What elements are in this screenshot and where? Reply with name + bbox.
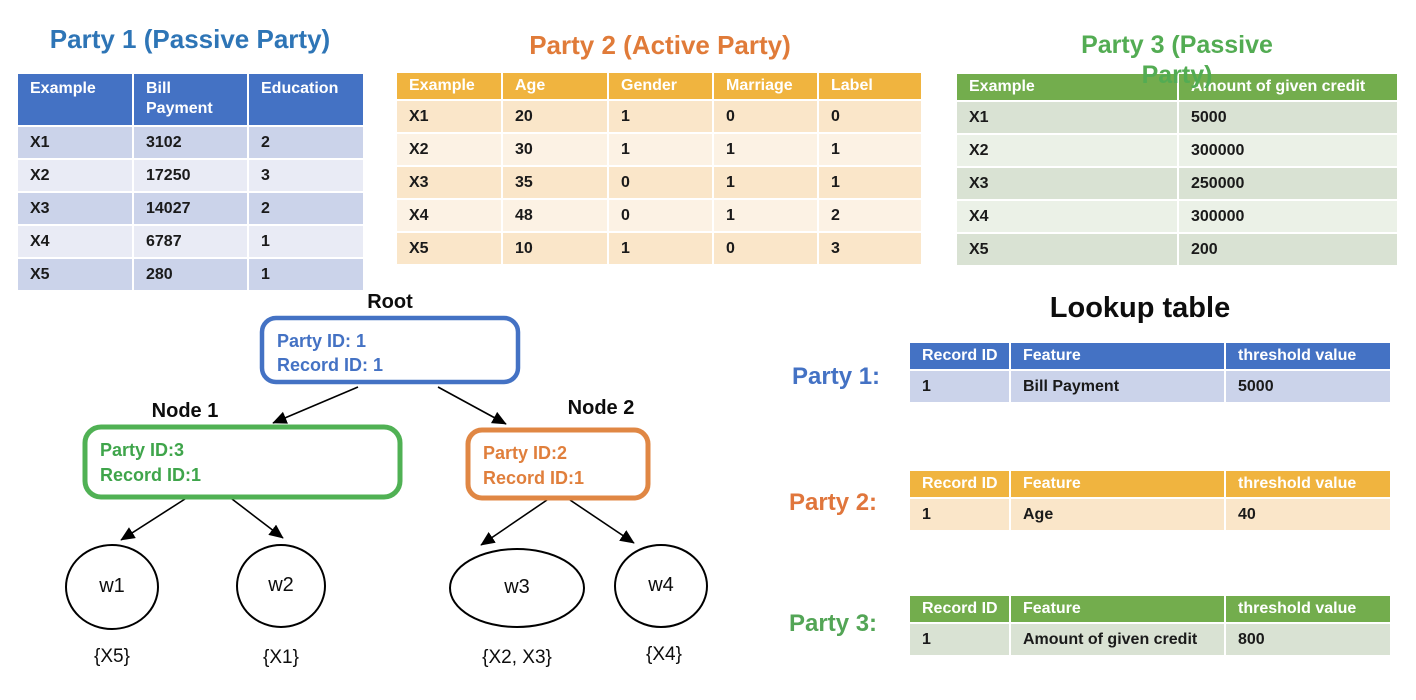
node1-record-id: Record ID:1 bbox=[100, 465, 201, 485]
table-row: 1 Amount of given credit 800 bbox=[910, 623, 1390, 657]
leaf-w3-set: {X2, X3} bbox=[482, 647, 552, 668]
party1-title: Party 1 (Passive Party) bbox=[49, 24, 331, 54]
lookup-table-title: Lookup table bbox=[1049, 292, 1231, 324]
leaf-w4-set: {X4} bbox=[646, 644, 682, 665]
leaf-w4 bbox=[614, 544, 708, 628]
node1-party-id: Party ID:3 bbox=[100, 440, 184, 460]
root-label: Root bbox=[367, 291, 413, 313]
lookup-table-party2: Record ID Feature threshold value 1 Age … bbox=[910, 471, 1390, 532]
node2-label: Node 2 bbox=[568, 397, 635, 419]
node2-record-id: Record ID:1 bbox=[483, 468, 584, 488]
leaf-w1-set: {X5} bbox=[94, 646, 130, 667]
leaf-w1 bbox=[65, 544, 159, 630]
party2-col-header: Marriage bbox=[713, 73, 819, 101]
party2-col-header: Age bbox=[502, 73, 609, 101]
edge-root-node1 bbox=[272, 386, 359, 424]
party2-title: Party 2 (Active Party) bbox=[529, 30, 791, 60]
lookup-col-header: Feature bbox=[1010, 343, 1226, 371]
node2-box bbox=[465, 427, 651, 501]
leaf-w3 bbox=[449, 548, 585, 628]
root-node-box bbox=[259, 315, 521, 385]
party3-col-header: Example bbox=[957, 74, 1179, 102]
decision-tree-diagram: Root Party ID: 1 Record ID: 1 Node 1 Par… bbox=[65, 291, 708, 668]
root-record-id: Record ID: 1 bbox=[277, 355, 383, 375]
edge-root-node2 bbox=[437, 386, 507, 425]
party2-col-header: Label bbox=[818, 73, 921, 101]
party3-title: Party 3 (Passive Party) bbox=[1081, 31, 1273, 89]
table-row: 1 Bill Payment 5000 bbox=[910, 370, 1390, 404]
edge-node1-w2 bbox=[231, 498, 284, 539]
lookup-col-header: Feature bbox=[1010, 471, 1226, 499]
lookup-party3-label: Party 3: bbox=[789, 610, 878, 637]
lookup-col-header: threshold value bbox=[1225, 471, 1390, 499]
leaf-w1-text: w1 bbox=[98, 575, 125, 597]
lookup-col-header: threshold value bbox=[1225, 343, 1390, 371]
node2-party-id: Party ID:2 bbox=[483, 443, 567, 463]
party3-col-header: Amount of given credit bbox=[1178, 74, 1397, 102]
lookup-party1-label: Party 1: bbox=[792, 363, 881, 390]
party1-col-header: Education bbox=[248, 74, 363, 127]
leaf-w2-set: {X1} bbox=[263, 647, 299, 668]
lookup-col-header: Record ID bbox=[910, 596, 1011, 624]
lookup-col-header: threshold value bbox=[1225, 596, 1390, 624]
lookup-table-party1: Record ID Feature threshold value 1 Bill… bbox=[910, 343, 1390, 404]
leaf-w2-text: w2 bbox=[267, 574, 294, 596]
edge-node2-w3 bbox=[480, 499, 548, 546]
leaf-w3-text: w3 bbox=[503, 576, 530, 598]
edge-node2-w4 bbox=[569, 499, 635, 544]
lookup-col-header: Record ID bbox=[910, 343, 1011, 371]
edge-node1-w1 bbox=[120, 498, 186, 541]
party2-col-header: Example bbox=[397, 73, 503, 101]
lookup-col-header: Feature bbox=[1010, 596, 1226, 624]
leaf-w2 bbox=[236, 544, 326, 628]
table-row: 1 Age 40 bbox=[910, 498, 1390, 532]
root-party-id: Party ID: 1 bbox=[277, 331, 366, 351]
node1-label: Node 1 bbox=[152, 400, 219, 422]
lookup-col-header: Record ID bbox=[910, 471, 1011, 499]
lookup-party2-label: Party 2: bbox=[789, 489, 878, 516]
lookup-table-party3: Record ID Feature threshold value 1 Amou… bbox=[910, 596, 1390, 657]
party2-col-header: Gender bbox=[608, 73, 714, 101]
leaf-w4-text: w4 bbox=[647, 574, 674, 596]
party1-col-header: Bill Payment bbox=[133, 74, 249, 127]
node1-box bbox=[82, 424, 403, 500]
party1-col-header: Example bbox=[18, 74, 134, 127]
